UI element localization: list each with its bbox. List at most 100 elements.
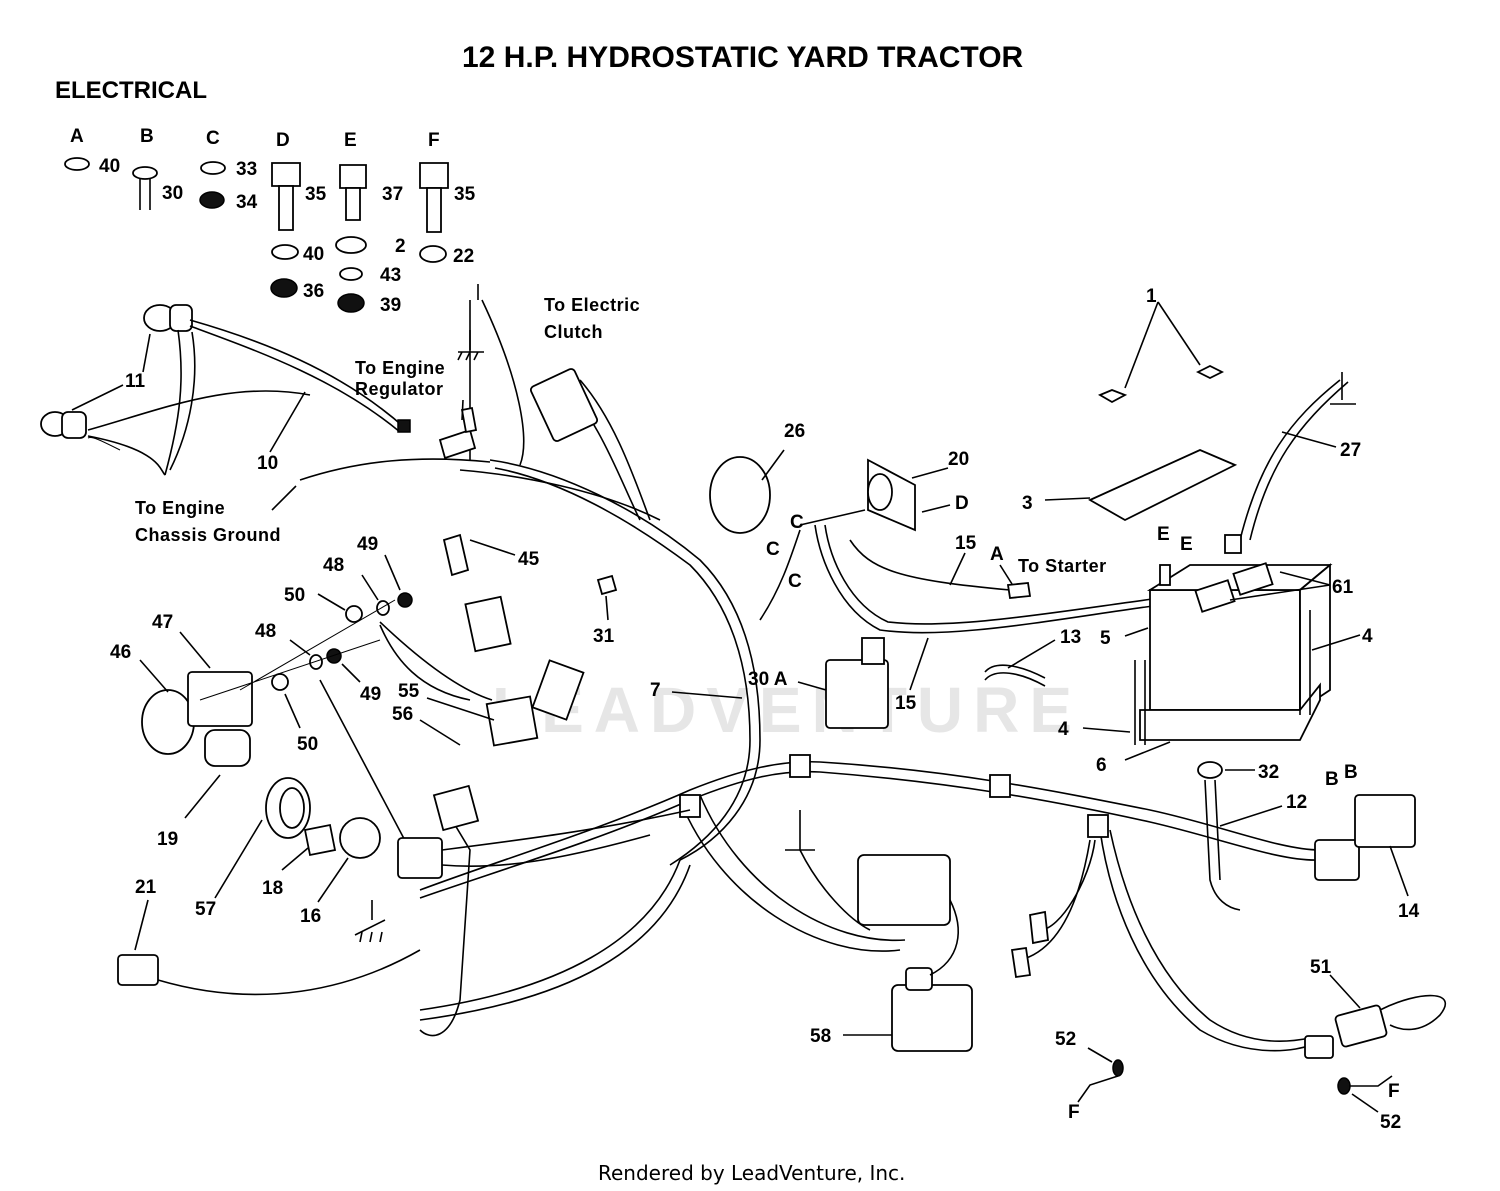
hardware-letter-b: B [140,126,154,147]
part-40-a: 40 [99,156,120,177]
part-2-e: 2 [395,236,406,257]
solenoid-group: 26 20 D C C C 15 15 A To Starter 30 A 31 [379,421,1161,747]
tag-e-battery-1: E [1157,524,1170,545]
key-19-icon [204,729,251,767]
callout-13: 13 [1060,627,1081,648]
tag-b-right: B [1344,762,1358,783]
lock-washer-d-icon [271,244,299,260]
tag-c-mid: C [788,571,802,592]
washer-e-icon [339,267,363,281]
nut-49-top [397,592,413,608]
harness-clip-2 [989,774,1011,798]
tag-f-right: F [1388,1081,1400,1102]
callout-50-top: 50 [284,585,305,606]
bolt-b-icon [132,166,158,180]
terminal-52-right [1337,1077,1351,1095]
credit-footer: Rendered by LeadVenture, Inc. [598,1161,905,1185]
part-22-f: 22 [453,246,474,267]
switch-58-icon [891,984,973,1052]
note-electric-clutch-line2: Clutch [544,322,603,342]
part-36-d: 36 [303,281,324,302]
nut-49-bottom [326,648,342,664]
harness-clip-4 [679,794,701,818]
callout-18: 18 [262,878,283,899]
terminal-52-left [1112,1059,1124,1077]
callout-52-right: 52 [1380,1112,1401,1133]
part-35-d: 35 [305,184,327,205]
callout-48-bottom: 48 [255,621,276,642]
switch-14-icon [1354,794,1416,848]
hardware-letter-c: C [206,128,220,149]
note-to-starter: To Starter [1018,556,1107,576]
switch-46-icon [141,689,195,755]
lock-nut-f-icon [419,245,447,263]
nut-d-icon [270,278,298,298]
callout-7: 7 [650,680,661,701]
callout-61: 61 [1332,577,1354,598]
tag-f-left: F [1068,1102,1080,1123]
washer-48-top [376,600,390,616]
hardware-legend: A B C D E F 40 30 33 34 35 40 36 37 2 43 [64,126,476,316]
callout-30a: 30 A [748,669,788,690]
terminal-cover-61a [1194,579,1236,613]
section-title: ELECTRICAL [55,77,207,104]
connector-51-icon [1334,1004,1388,1048]
tag-d-solenoid: D [955,493,969,514]
callout-57: 57 [195,899,216,920]
callout-58: 58 [810,1026,831,1047]
callout-3: 3 [1022,493,1033,514]
callout-1: 1 [1146,286,1157,307]
note-chassis-ground-line1: To Engine [135,498,225,518]
callout-48-top: 48 [323,555,344,576]
holddown-3-icon [1088,449,1238,522]
callout-26: 26 [784,421,805,442]
headlight-group: 11 10 To Engine Chassis Ground [40,304,411,545]
lock-washer-a-icon [64,157,90,171]
callout-15-top: 15 [955,533,977,554]
watermark: LEADVENTURE [492,674,1082,746]
right-connectors: B B 14 51 52 F 52 F [1010,762,1447,1133]
nut-e-icon [337,293,365,313]
callout-21: 21 [135,877,157,898]
callout-56: 56 [392,704,413,725]
part-34-c: 34 [236,192,258,213]
battery-5-icon [1149,589,1301,711]
connector-14-icon [1314,839,1360,881]
hardware-letter-d: D [276,130,290,151]
module-58-group: 58 [785,810,973,1052]
bracket-47-icon [187,671,253,727]
ignition-switch-group: 46 47 19 57 18 16 50 48 49 48 49 50 [110,534,691,1037]
relay-30a-icon [825,659,889,729]
callout-49-top: 49 [357,534,378,555]
callout-10: 10 [257,453,278,474]
washer-50-bottom [271,673,289,691]
washer-48-bottom [309,654,323,670]
connector-55-icon [464,595,512,653]
wing-nut-1b-icon [1195,364,1225,380]
main-harness: To Electric Clutch To Engine Regulator 7 [299,284,1321,1052]
callout-50-bottom: 50 [297,734,318,755]
tag-c-low: C [790,512,804,533]
callout-14: 14 [1398,901,1420,922]
connector-56-icon [485,695,539,747]
callout-16: 16 [300,906,321,927]
page-title: 12 H.P. HYDROSTATIC YARD TRACTOR [462,41,1024,74]
callout-52-left: 52 [1055,1029,1076,1050]
harness-clip-3 [1087,814,1109,838]
flat-washer-e-icon [335,236,367,254]
callout-4-right: 4 [1362,626,1373,647]
regulator-connector-icon [438,428,477,460]
note-electric-clutch-line1: To Electric [544,295,640,315]
clutch-connector-icon [529,368,599,442]
harness-clip-1 [789,754,811,778]
switch-21-icon [117,954,159,986]
battery-group: 1 3 27 61 5 E E 4 4 6 32 [984,286,1373,911]
callout-51: 51 [1310,957,1332,978]
tag-c-top: C [766,539,780,560]
note-engine-regulator-line1: To Engine [355,358,445,378]
callout-45: 45 [518,549,540,570]
part-35-f: 35 [454,184,476,205]
callout-27: 27 [1340,440,1361,461]
callout-47: 47 [152,612,173,633]
